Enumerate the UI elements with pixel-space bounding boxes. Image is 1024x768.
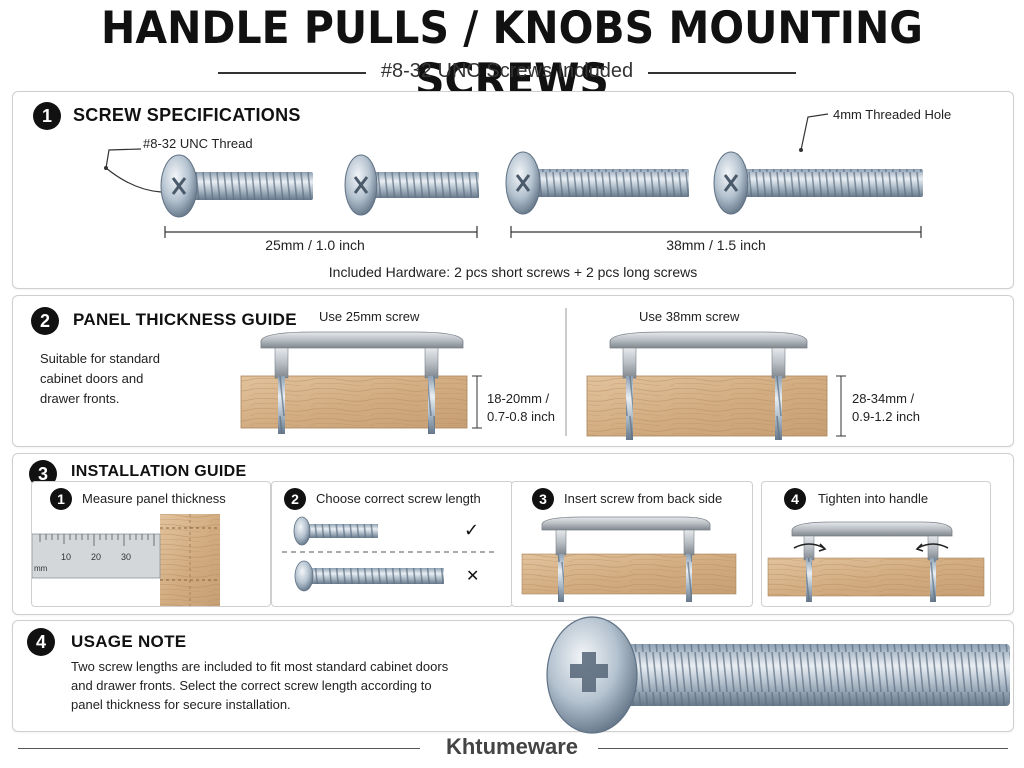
ruler-tick: 10 — [61, 552, 72, 562]
step-label: Insert screw from back side — [564, 491, 723, 506]
ruler-illustration — [32, 514, 220, 606]
step-number: 4 — [784, 488, 806, 510]
step-card-tighten: 4 Tighten into handle — [761, 481, 991, 607]
short-screw-2 — [344, 154, 479, 216]
divider — [18, 748, 420, 749]
hole-callout: 4mm Threaded Hole — [833, 107, 952, 122]
section-number: 1 — [33, 102, 61, 130]
section-title: SCREW SPECIFICATIONS — [73, 105, 301, 125]
description-line: cabinet doors and — [40, 371, 144, 386]
short-screw-label: Use 25mm screw — [319, 309, 420, 324]
divider — [218, 72, 366, 74]
dimension-line-text: 18-20mm / — [487, 391, 550, 406]
step-label: Measure panel thickness — [82, 491, 226, 506]
dimension-line-long — [510, 226, 922, 238]
step-number: 2 — [284, 488, 306, 510]
section-number: 4 — [27, 628, 55, 656]
installation-panel: 3 INSTALLATION GUIDE 1 Measure panel thi… — [12, 453, 1014, 615]
dimension-line-text: 0.9-1.2 inch — [852, 409, 920, 424]
large-screw-illustration — [546, 616, 1010, 734]
rotate-arrow-icon — [793, 543, 949, 552]
short-dimension-label: 25mm / 1.0 inch — [265, 237, 365, 253]
phillips-recess-icon — [570, 652, 608, 692]
description-line: drawer fronts. — [40, 391, 120, 406]
callout-dot — [799, 148, 803, 152]
step-label: Choose correct screw length — [316, 491, 481, 506]
usage-line: and drawer fronts. Select the correct sc… — [71, 678, 432, 693]
usage-line: panel thickness for secure installation. — [71, 697, 291, 712]
long-screw-choice — [294, 560, 444, 592]
brand-name: Khtumeware — [445, 734, 579, 759]
step-number: 1 — [50, 488, 72, 510]
page-title: HANDLE PULLS / KNOBS MOUNTING SCREWS — [101, 2, 923, 106]
divider — [648, 72, 796, 74]
short-screw-choice — [293, 516, 378, 546]
step-card-choose: 2 Choose correct screw length ✓ ✕ — [271, 481, 513, 607]
ruler-tick: 30 — [121, 552, 132, 562]
step-card-insert: 3 Insert screw from back side — [511, 481, 753, 607]
dimension-line-text: 28-34mm / — [852, 391, 915, 406]
divider — [598, 748, 1008, 749]
panel-thickness-panel: 2 PANEL THICKNESS GUIDE Suitable for sta… — [12, 295, 1014, 447]
section-title: INSTALLATION GUIDE — [71, 463, 247, 480]
section-number: 2 — [31, 307, 59, 335]
subtitle: #8-32 UNC Screws Included — [380, 60, 634, 82]
ruler-tick: 20 — [91, 552, 102, 562]
cross-icon: ✕ — [466, 568, 480, 585]
step-card-measure: 1 Measure panel thickness 10 20 — [31, 481, 271, 607]
callout-dot — [104, 166, 108, 170]
thick-panel-diagram — [586, 331, 846, 440]
callout-line — [105, 148, 162, 193]
callout-line — [800, 113, 829, 151]
tighten-illustration — [767, 521, 985, 602]
description-line: Suitable for standard — [40, 351, 160, 366]
section-title: PANEL THICKNESS GUIDE — [73, 310, 297, 329]
step-number: 3 — [532, 488, 554, 510]
short-screw-1 — [160, 154, 313, 218]
usage-line: Two screw lengths are included to fit mo… — [71, 659, 449, 674]
check-icon: ✓ — [464, 520, 480, 540]
thread-callout: #8-32 UNC Thread — [143, 136, 253, 151]
screw-specs-panel: 1 SCREW SPECIFICATIONS #8-32 UNC Thread … — [12, 91, 1014, 289]
section-title: USAGE NOTE — [71, 632, 187, 651]
thickness-illustration — [240, 308, 846, 440]
thick-panel-dimension: 28-34mm / 0.9-1.2 inch — [852, 390, 920, 426]
dimension-line-text: 0.7-0.8 inch — [487, 409, 555, 424]
long-screw-label: Use 38mm screw — [639, 309, 740, 324]
screw-choice-illustration — [282, 516, 498, 592]
long-screw-2 — [713, 151, 923, 215]
subtitle-bar: #8-32 UNC Screws Included — [218, 60, 796, 86]
ruler-unit: mm — [34, 564, 48, 573]
included-hardware-note: Included Hardware: 2 pcs short screws + … — [328, 264, 698, 280]
thin-panel-diagram — [240, 331, 482, 434]
usage-note-text: Two screw lengths are included to fit mo… — [71, 657, 448, 714]
thin-panel-dimension: 18-20mm / 0.7-0.8 inch — [487, 390, 555, 426]
long-dimension-label: 38mm / 1.5 inch — [666, 237, 766, 253]
long-screw-1 — [505, 151, 689, 215]
insert-illustration — [521, 516, 737, 602]
dimension-line-short — [164, 226, 478, 238]
thickness-description: Suitable for standard cabinet doors and … — [40, 349, 160, 409]
step-label: Tighten into handle — [818, 491, 929, 506]
screw-specs-illustration — [104, 113, 923, 238]
